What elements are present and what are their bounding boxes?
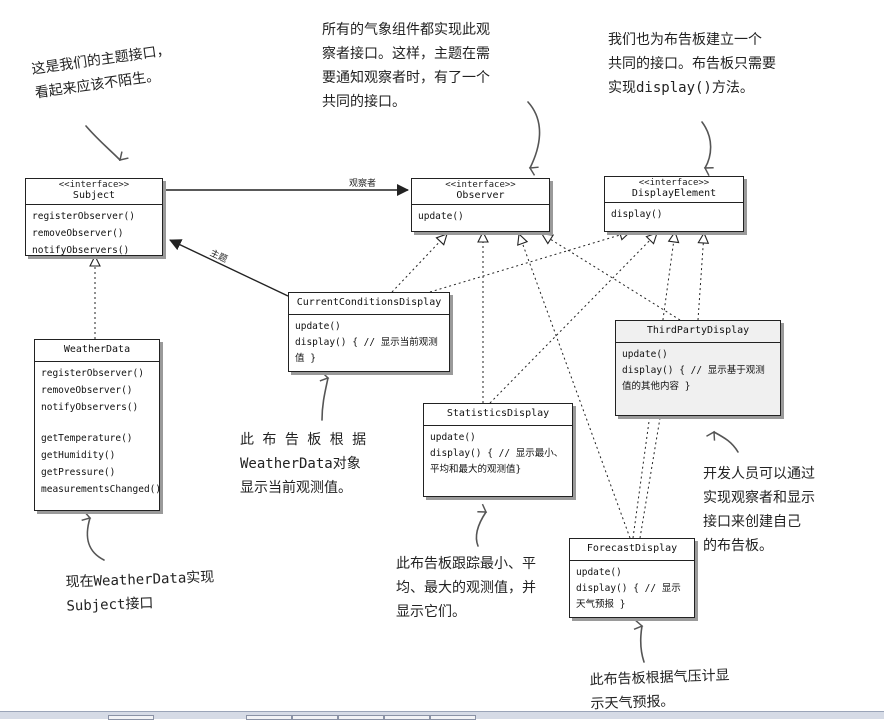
class-methods: update() display() { // 显示基于观测值的其他内容 } (616, 343, 780, 397)
forecast-to-thirdparty (639, 417, 661, 539)
class-name: WeatherData (63, 344, 131, 355)
class-name: ThirdPartyDisplay (646, 325, 750, 336)
method: removeObserver() (41, 385, 133, 396)
class-name: DisplayElement (631, 188, 717, 199)
method: registerObserver() (32, 211, 135, 222)
class-methods: update() display() { // 显示天气预报 } (570, 561, 694, 615)
stereotype: <<interface>> (638, 178, 710, 188)
stereotype: <<interface>> (445, 180, 516, 190)
current-conditions-note: 此 布 告 板 根 据 WeatherData对象 显示当前观测值。 (240, 432, 367, 496)
method: removeObserver() (32, 228, 124, 239)
class-name: StatisticsDisplay (446, 408, 550, 419)
class-header: <<interface>> Observer (412, 179, 549, 205)
class-methods: display() (605, 203, 743, 225)
class-methods: update() (412, 205, 549, 227)
class-header: StatisticsDisplay (424, 404, 572, 426)
method: measurementsChanged() (41, 484, 162, 495)
class-header: <<interface>> DisplayElement (605, 177, 743, 203)
method: update() (576, 567, 622, 578)
class-methods: registerObserver() removeObserver() noti… (35, 362, 162, 500)
class-name: Subject (72, 190, 116, 201)
method: display() { // 显示天气预报 } (576, 583, 681, 610)
class-methods: registerObserver() removeObserver() noti… (26, 205, 162, 261)
forecast-implements-display (632, 232, 675, 539)
weatherdata-note: 现在WeatherData实现 Subject接口 (65, 569, 215, 615)
class-header: CurrentConditionsDisplay (289, 293, 449, 315)
statistics-note-arrow (475, 503, 488, 547)
thirdparty-note-arrow (706, 430, 739, 453)
statistics-display-class[interactable]: StatisticsDisplay update() display() { /… (423, 403, 573, 497)
method: display() { // 显示基于观测值的其他内容 } (622, 365, 765, 392)
forecast-note-arrow (633, 619, 645, 663)
observer-note-arrow (527, 101, 541, 176)
class-header: <<interface>> Subject (26, 179, 162, 205)
weatherdata-note-arrow (81, 511, 105, 561)
method: getHumidity() (41, 450, 116, 461)
class-header: ThirdPartyDisplay (616, 321, 780, 343)
current-implements-display (429, 232, 630, 293)
class-methods: update() display() { // 显示当前观测值 } (289, 315, 449, 369)
third-party-display-class[interactable]: ThirdPartyDisplay update() display() { /… (615, 320, 781, 416)
display-element-interface-class[interactable]: <<interface>> DisplayElement display() (604, 176, 744, 232)
thirdparty-implements-observer (542, 234, 681, 321)
method: display() { // 显示当前观测值 } (295, 337, 438, 364)
stereotype: <<interface>> (58, 180, 130, 190)
method: registerObserver() (41, 368, 144, 379)
method: notifyObservers() (32, 245, 130, 256)
current-note-arrow (319, 371, 330, 421)
method: getPressure() (41, 467, 116, 478)
weatherdata-class[interactable]: WeatherData registerObserver() removeObs… (34, 339, 162, 511)
method: update() (418, 211, 464, 222)
class-methods: update() display() { // 显示最小、平均和最大的观测值} (424, 426, 572, 480)
method: update() (622, 349, 668, 360)
class-header: WeatherData (35, 340, 159, 362)
forecast-implements-observer (519, 234, 631, 539)
class-name: Observer (456, 190, 505, 201)
forecast-note: 此布告板根据气压计显 示天气预报。 (589, 667, 730, 713)
display-interface-note: 我们也为布告板建立一个 共同的接口。布告板只需要 实现display()方法。 (608, 32, 776, 96)
method: getTemperature() (41, 433, 133, 444)
statistics-note: 此布告板跟踪最小、平 均、最大的观测值，并 显示它们。 (396, 556, 536, 620)
method: update() (430, 432, 476, 443)
subject-note-arrow (85, 125, 129, 161)
observer-interface-class[interactable]: <<interface>> Observer update() (411, 178, 550, 232)
method: update() (295, 321, 341, 332)
display-note-arrow (701, 121, 714, 176)
subject-interface-class[interactable]: <<interface>> Subject registerObserver()… (25, 178, 163, 256)
class-name: CurrentConditionsDisplay (296, 297, 442, 308)
subject-association (169, 239, 289, 297)
method-gap (41, 416, 153, 430)
thirdparty-implements-display (698, 233, 704, 321)
observer-interface-note: 所有的气象组件都实现此观 察者接口。这样，主题在需 要通知观察者时，有了一个 共… (322, 22, 490, 110)
forecast-display-class[interactable]: ForecastDisplay update() display() { // … (569, 538, 695, 618)
current-implements-observer (391, 234, 447, 293)
class-header: ForecastDisplay (570, 539, 694, 561)
method: display() (611, 209, 663, 220)
third-party-note: 开发人员可以通过 实现观察者和显示 接口来创建自己 的布告板。 (703, 466, 815, 554)
observers-association-label: 观察者 (349, 179, 377, 189)
current-conditions-display-class[interactable]: CurrentConditionsDisplay update() displa… (288, 292, 450, 372)
method: display() { // 显示最小、平均和最大的观测值} (430, 448, 564, 475)
method: notifyObservers() (41, 402, 139, 413)
class-name: ForecastDisplay (586, 543, 678, 554)
